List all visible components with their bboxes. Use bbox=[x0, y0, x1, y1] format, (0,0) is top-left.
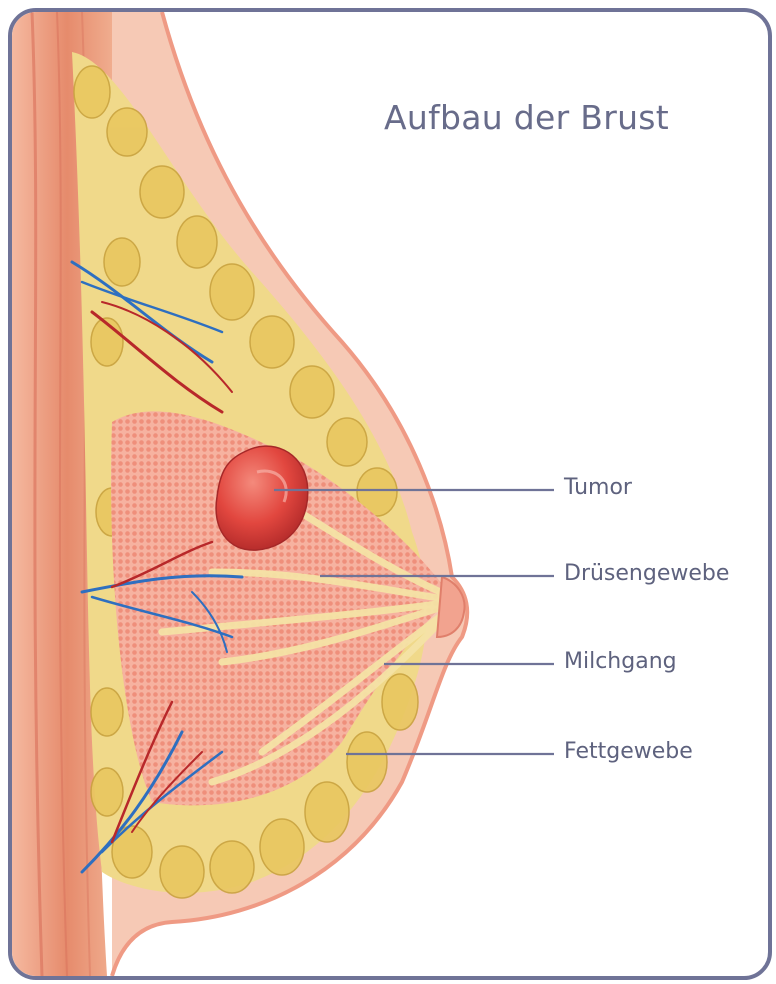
label-gland: Drüsengewebe bbox=[564, 561, 729, 586]
diagram-title: Aufbau der Brust bbox=[384, 98, 669, 137]
breast-anatomy-illustration bbox=[12, 12, 768, 976]
label-duct: Milchgang bbox=[564, 649, 677, 674]
label-tumor: Tumor bbox=[564, 475, 632, 500]
label-fat: Fettgewebe bbox=[564, 739, 693, 764]
illustration-frame: Aufbau der Brust Tumor Drüsengewebe Milc… bbox=[8, 8, 772, 980]
